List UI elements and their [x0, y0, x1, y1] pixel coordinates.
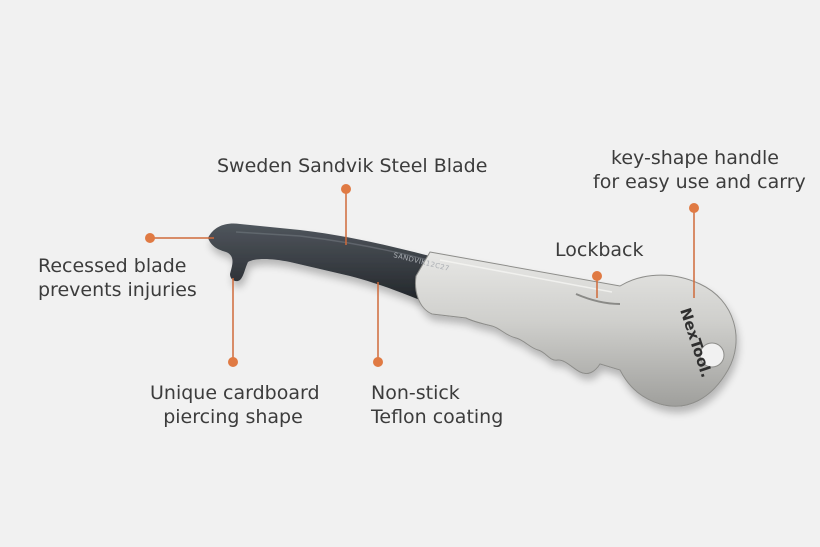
blade	[208, 223, 430, 300]
handle	[415, 251, 737, 407]
callout-piercing-line2: piercing shape	[163, 406, 303, 428]
dot-lockback	[592, 271, 602, 281]
dot-teflon	[373, 357, 383, 367]
dot-recessed	[145, 233, 155, 243]
callout-blade: Sweden Sandvik Steel Blade	[217, 154, 487, 178]
callout-teflon: Non-stick Teflon coating	[371, 381, 503, 429]
callout-handle: key-shape handle for easy use and carry	[593, 146, 806, 194]
dot-handle	[689, 203, 699, 213]
callout-blade-line1: Sweden Sandvik Steel Blade	[217, 155, 488, 177]
dot-piercing	[228, 357, 238, 367]
callout-recessed-line1: Recessed blade	[38, 255, 187, 277]
callout-recessed-line2: prevents injuries	[38, 279, 197, 301]
callout-handle-line2: for easy use and carry	[593, 171, 806, 193]
callout-markers	[145, 184, 699, 367]
callout-piercing-line1: Unique cardboard	[150, 382, 320, 404]
callout-recessed: Recessed blade prevents injuries	[38, 254, 197, 302]
callout-lockback-line1: Lockback	[555, 239, 644, 261]
callout-piercing: Unique cardboard piercing shape	[150, 381, 320, 429]
callout-handle-line1: key-shape handle	[611, 147, 779, 169]
dot-blade	[341, 184, 351, 194]
callout-teflon-line2: Teflon coating	[371, 406, 504, 428]
callout-teflon-line1: Non-stick	[371, 382, 460, 404]
callout-lockback: Lockback	[555, 238, 643, 262]
